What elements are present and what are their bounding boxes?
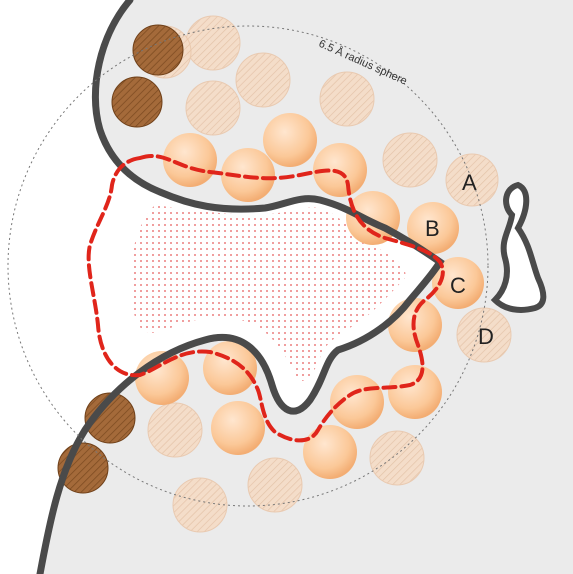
lining-atoms bbox=[135, 113, 484, 479]
faint-atoms bbox=[138, 15, 512, 533]
radius-sphere bbox=[7, 25, 489, 507]
label-b: B bbox=[425, 216, 440, 241]
label-a: A bbox=[462, 170, 477, 195]
label-d: D bbox=[478, 324, 494, 349]
pocket-boundary bbox=[86, 154, 445, 443]
right-island bbox=[490, 181, 547, 313]
dotted-cavity bbox=[130, 205, 406, 382]
label-c: C bbox=[450, 273, 466, 298]
protein-wall-upper bbox=[36, 0, 445, 574]
